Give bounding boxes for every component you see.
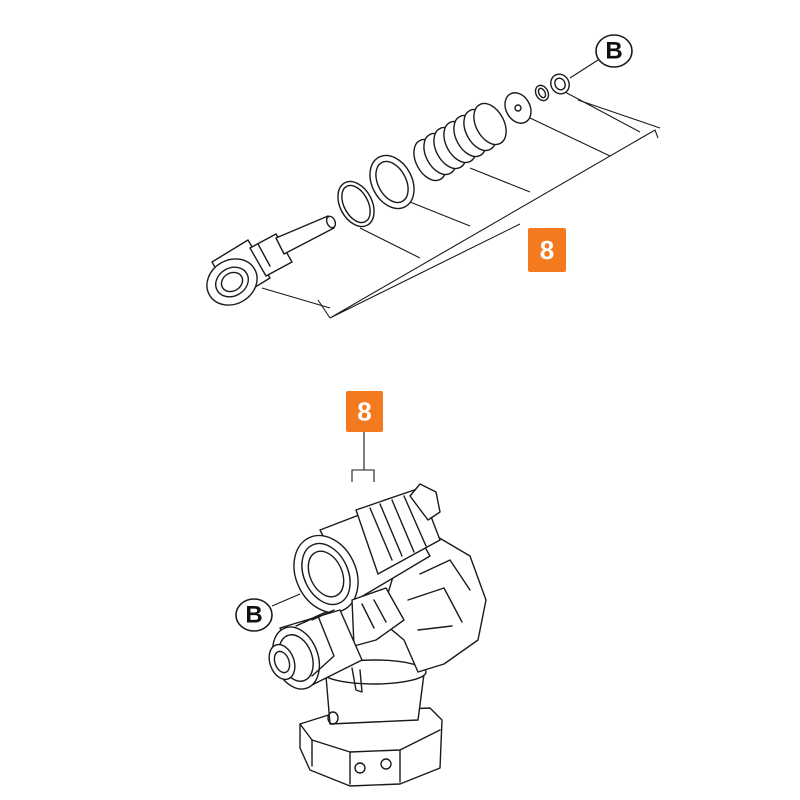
top-reference-label: B	[605, 38, 622, 65]
lower-valve-part	[268, 609, 363, 693]
bottom-callout: 8	[346, 391, 383, 432]
crank-arm-part	[351, 587, 405, 647]
bottom-reference-marker: B	[235, 598, 273, 632]
kit-group-bracket-top	[577, 99, 661, 129]
top-reference-marker: B	[595, 34, 633, 68]
piston-part	[206, 215, 337, 306]
spring-part	[413, 102, 507, 182]
guide-line-piston	[261, 287, 331, 309]
pump-cylinder-housing	[321, 659, 427, 725]
bottom-reference-label: B	[245, 602, 262, 629]
guide-line-spring	[469, 167, 531, 193]
assembled-pump-head	[268, 432, 487, 787]
guide-line-small-ring	[564, 91, 641, 133]
disc-part	[504, 92, 532, 124]
leader-to-bottom-ref	[271, 593, 301, 607]
guide-line-disc	[529, 117, 611, 157]
washer-part	[369, 154, 415, 210]
top-callout: 8	[528, 228, 566, 272]
exploded-valve-kit	[206, 59, 661, 319]
cap-ring-part	[550, 73, 570, 95]
kit-group-bracket	[317, 129, 659, 319]
o-ring-part	[337, 180, 375, 228]
guide-line-oring	[359, 227, 421, 259]
pump-base-part	[299, 707, 443, 787]
top-callout-box	[528, 228, 566, 272]
top-callout-label: 8	[540, 235, 554, 265]
guide-line-washer	[399, 197, 471, 227]
small-ring-part	[534, 84, 550, 102]
bottom-callout-label: 8	[357, 397, 371, 427]
bottom-callout-bracket	[351, 432, 375, 482]
sleeve-part	[293, 483, 441, 614]
bottom-callout-box	[346, 391, 383, 432]
leader-to-top-ref	[569, 59, 599, 79]
